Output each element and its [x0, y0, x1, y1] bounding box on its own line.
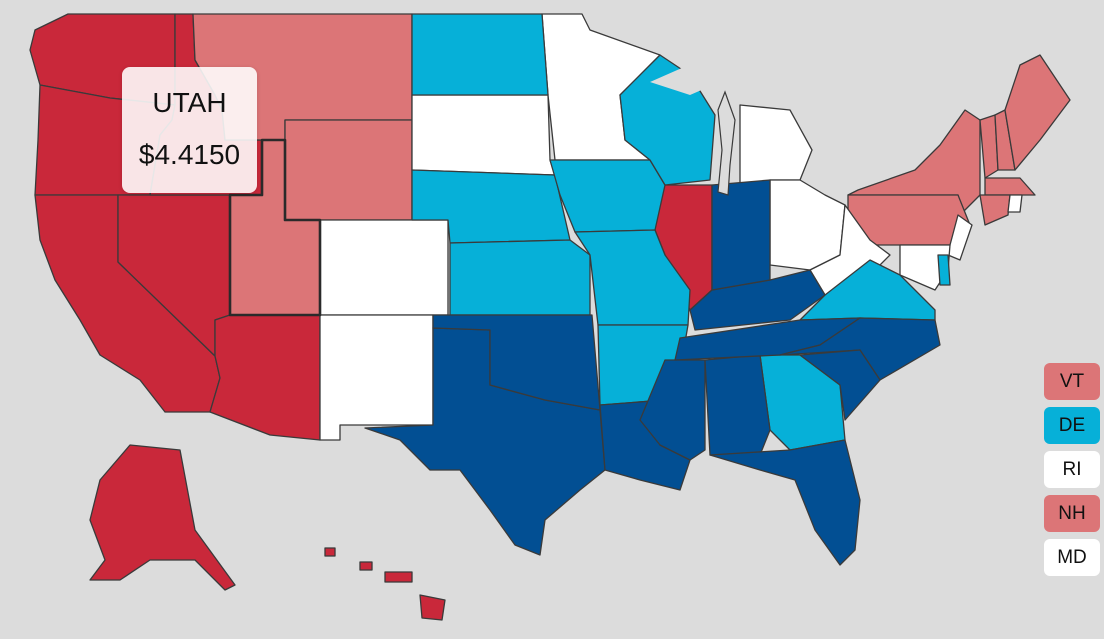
state-sc[interactable]: [799, 349, 881, 421]
state-nj[interactable]: [947, 214, 973, 261]
state-ri[interactable]: [1007, 194, 1023, 213]
legend-item-ri[interactable]: RI: [1044, 451, 1100, 488]
state-me[interactable]: [1004, 54, 1071, 171]
state-al[interactable]: [704, 354, 771, 456]
state-mo[interactable]: [574, 229, 691, 326]
state-fl[interactable]: [709, 439, 861, 566]
legend-label: VT: [1059, 370, 1085, 392]
state-ks[interactable]: [449, 239, 591, 316]
state-sd[interactable]: [411, 94, 556, 176]
state-ia[interactable]: [549, 159, 666, 233]
legend-label: NH: [1058, 502, 1086, 524]
state-de[interactable]: [937, 254, 951, 286]
state-tooltip: UTAH $4.4150: [122, 67, 257, 193]
state-in[interactable]: [711, 179, 771, 291]
legend-item-de[interactable]: DE: [1044, 407, 1100, 444]
state-ok[interactable]: [432, 314, 601, 411]
tooltip-state-value: $4.4150: [138, 139, 241, 170]
legend-item-vt[interactable]: VT: [1044, 363, 1100, 400]
tooltip-state-name: UTAH: [152, 87, 227, 118]
legend-item-md[interactable]: MD: [1044, 539, 1100, 576]
state-nd[interactable]: [411, 13, 549, 96]
state-ut[interactable]: [228, 138, 322, 317]
legend-label: RI: [1062, 458, 1082, 480]
state-ma[interactable]: [984, 177, 1036, 196]
legend-label: MD: [1057, 546, 1087, 568]
state-mi[interactable]: [739, 104, 813, 191]
state-hi[interactable]: [324, 547, 446, 621]
lake-superior: [650, 60, 760, 95]
state-az[interactable]: [209, 314, 321, 441]
legend-item-nh[interactable]: NH: [1044, 495, 1100, 532]
state-wy[interactable]: [284, 119, 413, 221]
legend-label: DE: [1058, 414, 1086, 436]
state-co[interactable]: [319, 219, 449, 316]
state-oh[interactable]: [769, 179, 846, 271]
state-nm[interactable]: [319, 314, 434, 441]
legend: VT DE RI NH MD: [1044, 363, 1100, 583]
state-ak[interactable]: [89, 444, 236, 591]
lake-michigan: [717, 90, 736, 196]
state-ct[interactable]: [979, 194, 1011, 226]
